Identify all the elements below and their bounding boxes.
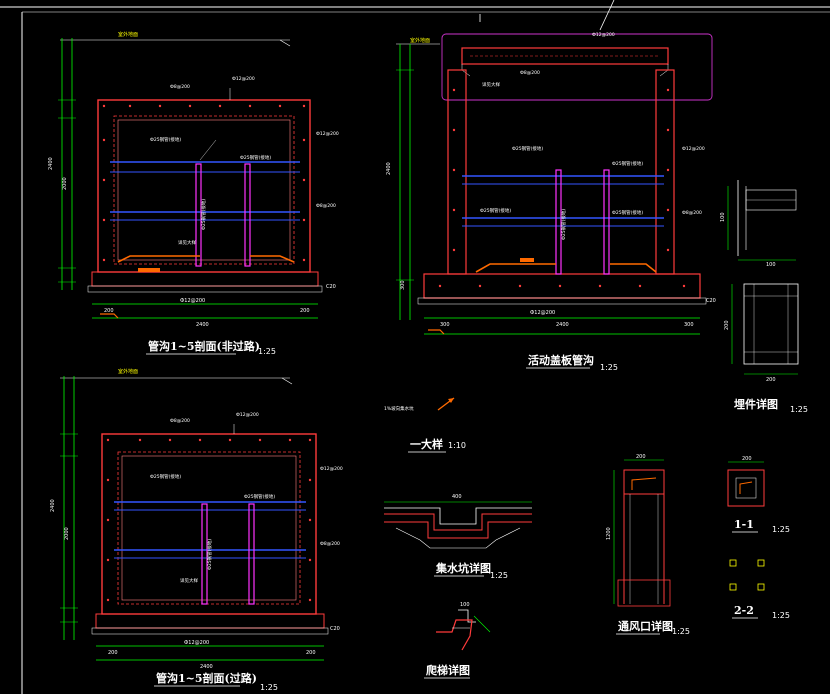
section-11-22: 200 1-1 1:25 2-2 1:25 bbox=[727, 456, 790, 620]
note-pipe1-b: Ф25钢管(接地) bbox=[150, 473, 181, 480]
dim-inner-b: 2000 bbox=[64, 527, 70, 540]
ladder-detail: 100 爬梯详图 bbox=[424, 602, 491, 679]
note-lid2-c: Ф8@200 bbox=[520, 70, 540, 76]
c20-c: C20 bbox=[706, 298, 716, 304]
scale-sump: 1:25 bbox=[490, 571, 508, 580]
ground-label-a: 室外地面 bbox=[118, 31, 138, 38]
scale-section-b: 1:25 bbox=[260, 683, 278, 692]
dim-base-c: 300 bbox=[400, 280, 406, 290]
note-vertical-c: Ф25钢管(接地) bbox=[560, 209, 567, 240]
note-bottom-a: 详见大样 bbox=[178, 239, 196, 246]
note-pipe2-c: Ф25钢管(接地) bbox=[612, 160, 643, 167]
section-c-drawing: 室外地面 2400 300 Ф12@200 Ф8@200 详见大样 bbox=[386, 32, 716, 372]
dim-width-b: 2400 bbox=[200, 664, 213, 670]
title-embed: 埋件详图 bbox=[734, 397, 778, 411]
note-side2-b: Ф8@200 bbox=[320, 541, 340, 547]
dim-200b-b: 200 bbox=[306, 650, 316, 656]
dim-embed-w2: 200 bbox=[766, 377, 776, 383]
note-rebar-a: Ф12@200 bbox=[232, 76, 255, 82]
dim-width-a: 2400 bbox=[196, 322, 209, 328]
detail-big: 1%坡向集水坑 一大样 1:10 bbox=[384, 397, 466, 453]
title-vent: 通风口详图 bbox=[618, 619, 673, 633]
note-side2-c: Ф8@200 bbox=[682, 210, 702, 216]
scale-11: 1:25 bbox=[772, 525, 790, 534]
dim-rebar-c: Ф12@200 bbox=[530, 310, 555, 316]
dim-embed-h2: 200 bbox=[724, 320, 730, 330]
ground-label-b: 室外地面 bbox=[118, 368, 138, 375]
scale-detail-big: 1:10 bbox=[448, 441, 466, 450]
dim-200-b: 200 bbox=[108, 650, 118, 656]
title-11: 1-1 bbox=[734, 518, 754, 531]
title-detail-big: 一大样 bbox=[410, 437, 443, 451]
note-bottom-b: 详见大样 bbox=[180, 577, 198, 584]
note-side-a: Ф12@200 bbox=[316, 131, 339, 137]
dim-height-c: 2400 bbox=[386, 162, 392, 175]
dim-200-a: 200 bbox=[104, 308, 114, 314]
note-rebar-b: Ф12@200 bbox=[236, 412, 259, 418]
dim-200b-a: 200 bbox=[300, 308, 310, 314]
title-section-b: 管沟1~5剖面(过路) bbox=[156, 671, 257, 685]
title-section-a: 管沟1~5剖面(非过路) bbox=[148, 339, 260, 353]
dim-embed-w: 100 bbox=[766, 262, 776, 268]
scale-22: 1:25 bbox=[772, 611, 790, 620]
ground-label-c: 室外地面 bbox=[410, 37, 430, 44]
dim-11: 200 bbox=[742, 456, 752, 462]
dim-vent-w: 200 bbox=[636, 454, 646, 460]
dim-embed-h: 100 bbox=[720, 212, 726, 222]
title-22: 2-2 bbox=[734, 604, 754, 617]
note-side2-a: Ф8@200 bbox=[316, 203, 336, 209]
note-rebar2-a: Ф8@200 bbox=[170, 84, 190, 90]
dim-height-a: 2400 bbox=[48, 157, 54, 170]
dim-rebar-b: Ф12@200 bbox=[184, 640, 209, 646]
scale-vent: 1:25 bbox=[672, 627, 690, 636]
title-ladder: 爬梯详图 bbox=[426, 663, 470, 677]
title-sump: 集水坑详图 bbox=[435, 561, 491, 575]
note-vertical-b: Ф25钢管(接地) bbox=[206, 539, 213, 570]
arrow-note: 1%坡向集水坑 bbox=[384, 405, 414, 412]
dim-2400-c: 2400 bbox=[556, 322, 569, 328]
c20-b: C20 bbox=[330, 626, 340, 632]
note-lid-c: Ф12@200 bbox=[592, 32, 615, 38]
note-pipe2-b: Ф25钢管(接地) bbox=[244, 493, 275, 500]
note-pipe3-c: Ф25钢管(接地) bbox=[612, 209, 643, 216]
section-a-drawing: 室外地面 2400 2000 bbox=[48, 31, 339, 356]
scale-section-a: 1:25 bbox=[258, 347, 276, 356]
note-rebar2-b: Ф8@200 bbox=[170, 418, 190, 424]
scale-section-c: 1:25 bbox=[600, 363, 618, 372]
dim-ladder: 100 bbox=[460, 602, 470, 608]
note-side-c: Ф12@200 bbox=[682, 146, 705, 152]
note-pipe1-a: Ф25钢管(接地) bbox=[150, 136, 181, 143]
leader-line bbox=[599, 0, 615, 31]
note-pipe4-c: Ф25钢管(接地) bbox=[480, 207, 511, 214]
note-lid3-c: 详见大样 bbox=[482, 81, 500, 88]
note-pipe1-c: Ф25钢管(接地) bbox=[512, 145, 543, 152]
c20-a: C20 bbox=[326, 284, 336, 290]
dim-inner-a: 2000 bbox=[62, 177, 68, 190]
dim-vent-h: 1200 bbox=[606, 527, 612, 540]
dim-300b-c: 300 bbox=[684, 322, 694, 328]
sump-detail: 400 集水坑详图 1:25 bbox=[384, 494, 532, 580]
dim-300-c: 300 bbox=[440, 322, 450, 328]
scale-embed: 1:25 bbox=[790, 405, 808, 414]
dim-rebar-a: Ф12@200 bbox=[180, 298, 205, 304]
note-vertical-a: Ф25钢管(接地) bbox=[200, 199, 207, 230]
title-section-c: 活动盖板管沟 bbox=[528, 353, 594, 367]
dim-height-b: 2400 bbox=[50, 499, 56, 512]
vent-detail: 200 1200 通风口详图 1:25 bbox=[606, 454, 690, 636]
dim-sump: 400 bbox=[452, 494, 462, 500]
note-side-b: Ф12@200 bbox=[320, 466, 343, 472]
embed-detail: 100 100 200 200 埋件详图 1:25 bbox=[720, 180, 808, 414]
note-pipe2-a: Ф25钢管(接地) bbox=[240, 154, 271, 161]
section-b-drawing: 室外地面 2400 2000 Ф12@200 Ф8@200 Ф25钢管(接地) … bbox=[50, 368, 343, 692]
